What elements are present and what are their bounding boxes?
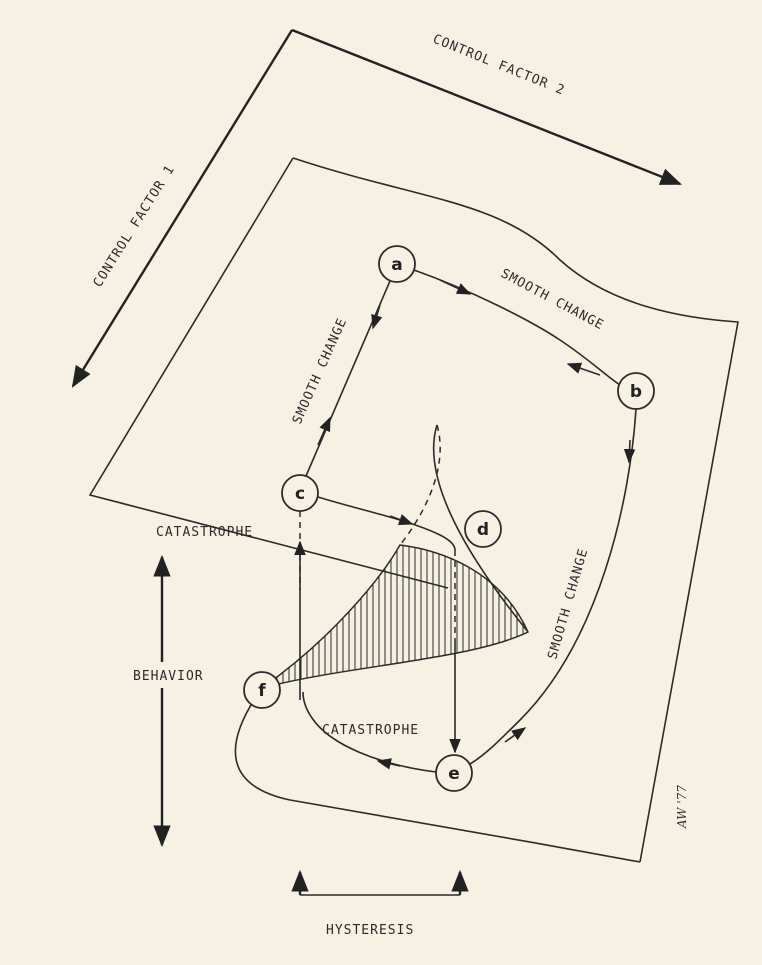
behavior-label: BEHAVIOR [133,669,204,684]
smooth-change-be-label: SMOOTH CHANGE [545,547,591,661]
path-b-e [469,408,637,765]
fold-curve-dashed [399,424,441,546]
node-a: a [378,245,416,283]
svg-text:a: a [391,255,402,275]
fold-hatched-region [261,544,529,689]
hysteresis-label: HYSTERESIS [326,923,414,938]
surface-left-edge [88,157,449,589]
node-c: c [281,474,319,512]
arrow-b-to-e [623,439,636,464]
behavior-label-bg [140,662,220,688]
control-factor-1-label: CONTROL FACTOR 1 [91,162,179,290]
surface-top-edge [292,157,739,863]
fold-curve-solid [432,424,529,633]
node-b: b [617,372,655,410]
svg-text:b: b [630,382,642,402]
node-f: f [243,671,281,709]
surface-bottom-fold [234,687,641,863]
catastrophe-up-label: CATASTROPHE [156,525,253,540]
node-e: e [435,754,473,792]
arrow-c-to-a [317,416,331,446]
svg-text:e: e [448,764,460,784]
arrow-a-to-c [371,304,383,330]
svg-text:c: c [295,484,305,504]
arrow-c-to-d [389,514,414,525]
smooth-change-ab-label: SMOOTH CHANGE [498,266,606,333]
smooth-change-ac-label: SMOOTH CHANGE [290,316,350,427]
arrow-b-to-a [566,362,601,376]
svg-text:f: f [258,681,266,701]
control-factor-1-arrow [71,29,294,388]
catastrophe-down-label: CATASTROPHE [322,723,419,738]
control-factor-2-arrow [291,28,683,186]
arrow-e-to-b [504,727,527,743]
path-a-c [305,280,391,477]
svg-text:d: d [477,520,489,540]
node-d: d [464,510,502,548]
arrow-e-to-f [376,758,401,770]
arrow-a-to-b [439,279,472,295]
artist-signature: AW '77 [675,785,689,829]
control-factor-2-label: CONTROL FACTOR 2 [431,32,568,99]
path-c-d [317,496,456,551]
